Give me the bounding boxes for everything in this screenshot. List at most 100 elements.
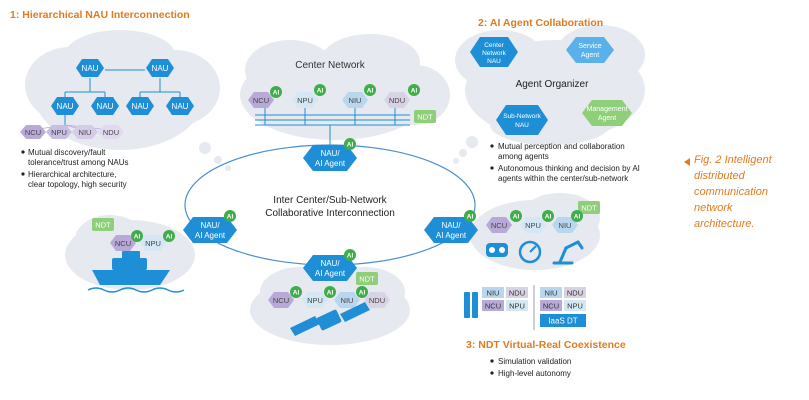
svg-text:NPU: NPU — [567, 302, 583, 311]
svg-text:High-level autonomy: High-level autonomy — [498, 369, 571, 378]
svg-text:NIU: NIU — [79, 128, 92, 137]
svg-text:NPU: NPU — [307, 296, 323, 305]
ndt-digital-twin-units: NIU NDU NCU NPU IaaS DT — [540, 287, 586, 327]
svg-text:Management: Management — [587, 106, 628, 113]
svg-text:distributed: distributed — [694, 170, 746, 182]
svg-text:NCU: NCU — [491, 221, 507, 230]
satellite-icon — [290, 302, 370, 336]
ship-npu: NPU AI — [140, 230, 175, 251]
section-hierarchical-title: 1: Hierarchical NAU Interconnection — [10, 9, 190, 21]
svg-text:AI: AI — [227, 214, 234, 221]
svg-text:AI: AI — [467, 214, 474, 221]
svg-text:clear topology, high security: clear topology, high security — [28, 180, 127, 189]
svg-text:Mutual discovery/fault: Mutual discovery/fault — [28, 148, 106, 157]
center-ndt-badge: NDT — [414, 110, 436, 123]
svg-text:AI: AI — [347, 253, 354, 260]
inter-network-label-2: Collaborative Interconnection — [265, 208, 395, 219]
inter-network-label-1: Inter Center/Sub-Network — [273, 195, 387, 206]
satellite-ncu: NCU AI — [268, 286, 302, 308]
svg-text:AI Agent: AI Agent — [315, 159, 346, 168]
nau-hex-top-right: NAU — [146, 59, 174, 77]
section-agent-title: 2: AI Agent Collaboration — [478, 17, 603, 29]
svg-text:Autonomous thinking and decisi: Autonomous thinking and decision by AI — [498, 164, 640, 173]
robot-arm-icon — [552, 240, 584, 265]
svg-text:NDU: NDU — [103, 128, 119, 137]
svg-text:Center: Center — [484, 42, 504, 49]
section-hierarchical-bullets: Mutual discovery/fault tolerance/trust a… — [21, 148, 129, 189]
nau-hex-l1: NAU — [51, 97, 79, 115]
svg-text:NIU: NIU — [545, 289, 558, 298]
svg-text:NDT: NDT — [95, 221, 111, 230]
section-ndt-bullets: Simulation validation High-level autonom… — [490, 357, 571, 378]
svg-text:Mutual perception and collabor: Mutual perception and collaboration — [498, 142, 625, 151]
svg-text:NIU: NIU — [487, 289, 500, 298]
nau-agent-left: NAU/ AI Agent AI — [183, 210, 237, 243]
svg-text:communication: communication — [694, 186, 768, 198]
svg-text:NAU: NAU — [132, 102, 149, 111]
svg-text:AI: AI — [574, 214, 581, 221]
center-niu: NIU AI — [342, 84, 376, 108]
ship-ndt-badge: NDT — [92, 218, 114, 231]
svg-text:NAU/: NAU/ — [320, 149, 340, 158]
nau-hex-top-left: NAU — [76, 59, 104, 77]
caption-arrow-icon — [684, 158, 690, 166]
svg-text:NIU: NIU — [349, 96, 362, 105]
nau-agent-bottom: NAU/ AI Agent AI — [303, 249, 357, 281]
nau-hex-l2: NAU — [91, 97, 119, 115]
nau-hex-r1: NAU — [126, 97, 154, 115]
svg-text:NAU: NAU — [172, 102, 189, 111]
svg-text:NPU: NPU — [297, 96, 313, 105]
center-network-label: Center Network — [295, 60, 365, 71]
svg-text:Sub-Network: Sub-Network — [503, 113, 541, 120]
svg-text:Network: Network — [482, 50, 507, 57]
svg-text:network: network — [694, 202, 733, 214]
svg-text:NAU: NAU — [82, 64, 99, 73]
svg-text:Hierarchical architecture,: Hierarchical architecture, — [28, 170, 116, 179]
ncu-unit-1: NCU — [20, 125, 46, 139]
center-network-nau-hex: Center Network NAU — [470, 37, 518, 67]
svg-text:NCU: NCU — [485, 302, 501, 311]
management-agent-hex: Management Agent — [582, 100, 632, 126]
svg-text:AI: AI — [411, 88, 418, 95]
ndt-server-icon — [464, 292, 478, 318]
devices-niu: NIU AI — [552, 210, 583, 233]
svg-text:AI: AI — [367, 88, 374, 95]
nau-hierarchy: NAU NAU NAU NAU NAU NAU — [20, 59, 194, 139]
section-agent-bullets: Mutual perception and collaboration amon… — [490, 142, 640, 183]
gauge-icon — [518, 240, 542, 264]
svg-text:AI Agent: AI Agent — [195, 231, 226, 240]
svg-text:AI: AI — [134, 234, 141, 241]
svg-text:AI: AI — [273, 90, 280, 97]
svg-text:architecture.: architecture. — [694, 218, 755, 230]
svg-text:NCU: NCU — [115, 239, 131, 248]
ndt-physical-units: NIU NDU NCU NPU — [482, 287, 528, 311]
svg-text:agents within the center/sub-n: agents within the center/sub-network — [498, 174, 629, 183]
sub-network-nau-hex: Sub-Network NAU — [496, 105, 548, 135]
devices-npu: NPU AI — [520, 210, 554, 233]
thought-bubble-dots — [199, 142, 231, 171]
service-agent-hex: Service Agent — [566, 37, 614, 63]
svg-text:NPU: NPU — [145, 239, 161, 248]
svg-text:AI Agent: AI Agent — [436, 231, 467, 240]
svg-text:AI: AI — [513, 214, 520, 221]
svg-text:IaaS DT: IaaS DT — [548, 317, 577, 326]
svg-text:NDU: NDU — [567, 289, 583, 298]
svg-text:AI: AI — [293, 290, 300, 297]
svg-text:Fig. 2 Intelligent: Fig. 2 Intelligent — [694, 154, 773, 166]
niu-unit-1: NIU — [72, 125, 98, 139]
vr-headset-icon — [486, 243, 508, 257]
center-network-bus — [255, 105, 410, 145]
svg-text:NIU: NIU — [559, 221, 572, 230]
ndu-unit-1: NDU — [98, 125, 124, 139]
svg-text:NAU: NAU — [515, 122, 529, 129]
svg-text:NIU: NIU — [341, 296, 354, 305]
svg-text:NDU: NDU — [509, 289, 525, 298]
svg-text:AI: AI — [359, 290, 366, 297]
svg-text:NDU: NDU — [369, 296, 385, 305]
agent-organizer-label: Agent Organizer — [516, 79, 589, 90]
svg-text:NDU: NDU — [389, 96, 405, 105]
devices-ncu: NCU AI — [486, 210, 522, 233]
ship-icon — [87, 251, 185, 293]
devices-ndt-badge: NDT — [578, 201, 600, 214]
